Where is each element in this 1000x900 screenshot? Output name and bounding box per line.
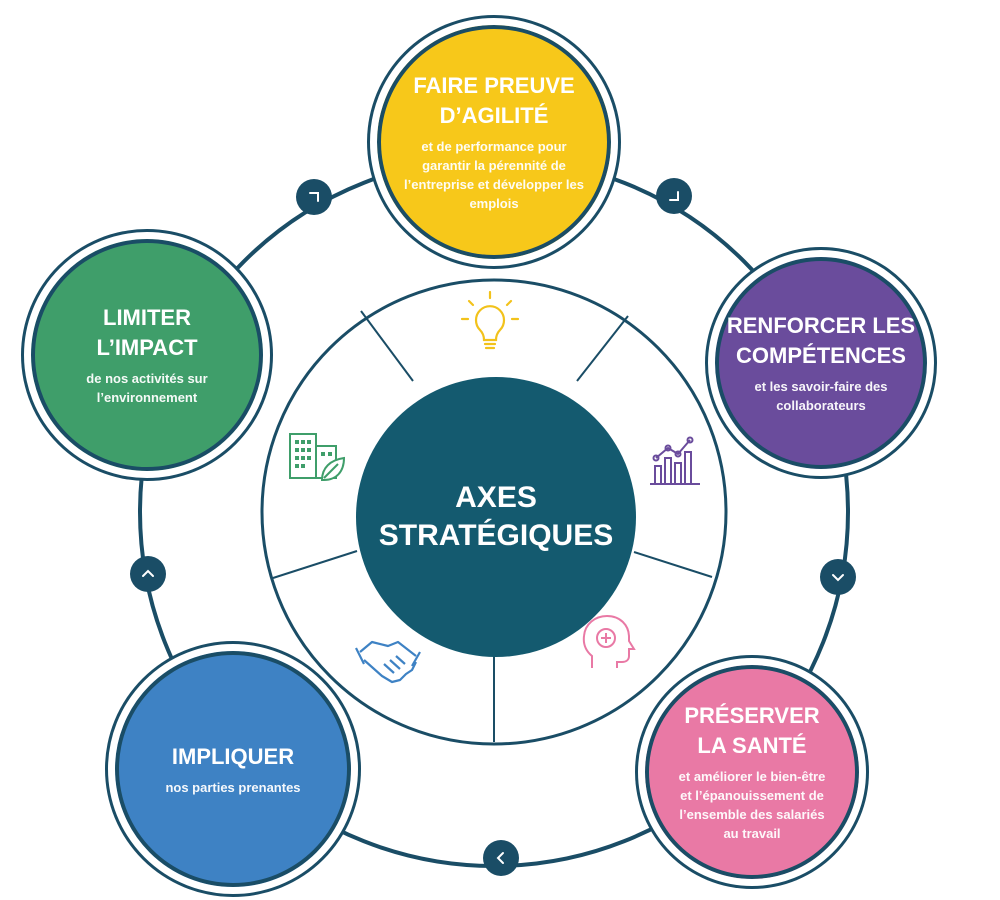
axis-health-title-2: LA SANTÉ bbox=[697, 733, 807, 758]
head-health-icon bbox=[582, 614, 636, 668]
axis-involve-description: nos parties prenantes bbox=[165, 779, 301, 795]
chevron-left-icon bbox=[496, 852, 504, 864]
axis-skills: RENFORCER LES COMPÉTENCES et les savoir-… bbox=[708, 250, 934, 476]
center-title-line2: STRATÉGIQUES bbox=[378, 519, 614, 552]
axis-impact: LIMITER L’IMPACT de nos activités sur l’… bbox=[24, 232, 270, 478]
arrow-left-button[interactable] bbox=[483, 840, 519, 876]
axis-impact-title-2: L’IMPACT bbox=[96, 335, 198, 360]
sector-divider bbox=[272, 550, 358, 579]
green-building-icon bbox=[289, 433, 346, 481]
axis-agility-title-2: D’AGILITÉ bbox=[439, 103, 549, 128]
axis-health: PRÉSERVER LA SANTÉ et améliorer le bien-… bbox=[638, 658, 866, 886]
axis-agility-description: et de performance pour garantir la péren… bbox=[404, 139, 584, 211]
axis-skills-title-1: RENFORCER LES bbox=[726, 313, 916, 338]
axis-involve-content: IMPLIQUER nos parties prenantes bbox=[143, 742, 323, 797]
chevron-up-icon bbox=[142, 569, 154, 577]
axis-agility-title-1: FAIRE PREUVE bbox=[413, 73, 575, 98]
arrow-up-right-icon bbox=[309, 192, 319, 202]
axis-impact-description: de nos activités sur l’environnement bbox=[86, 371, 208, 405]
handshake-icon bbox=[355, 640, 421, 684]
arrow-down-right-button[interactable] bbox=[656, 178, 692, 214]
center-title-line1: AXES bbox=[455, 481, 537, 514]
axis-agility-content: FAIRE PREUVE D’AGILITÉ et de performance… bbox=[396, 71, 592, 213]
sector-divider bbox=[576, 315, 629, 382]
center-hub: AXES STRATÉGIQUES bbox=[356, 377, 636, 657]
arrow-down-button[interactable] bbox=[820, 559, 856, 595]
axis-impact-title-1: LIMITER bbox=[103, 305, 191, 330]
axis-health-title-1: PRÉSERVER bbox=[684, 703, 820, 728]
lightbulb-icon bbox=[460, 290, 520, 350]
axis-impact-content: LIMITER L’IMPACT de nos activités sur l’… bbox=[57, 303, 237, 407]
axis-agility: FAIRE PREUVE D’AGILITÉ et de performance… bbox=[370, 18, 618, 266]
axis-health-description: et améliorer le bien-être et l’épanouiss… bbox=[678, 769, 826, 841]
arrow-up-right-button[interactable] bbox=[296, 179, 332, 215]
axis-health-content: PRÉSERVER LA SANTÉ et améliorer le bien-… bbox=[672, 701, 832, 843]
sector-divider bbox=[633, 551, 713, 578]
axis-involve-title-1: IMPLIQUER bbox=[171, 743, 295, 769]
growth-chart-icon bbox=[650, 436, 700, 485]
chevron-down-icon bbox=[832, 574, 844, 582]
axis-skills-title-2: COMPÉTENCES bbox=[736, 343, 906, 368]
sector-divider bbox=[360, 310, 414, 382]
arrow-up-button[interactable] bbox=[130, 556, 166, 592]
axis-skills-description: et les savoir-faire des collaborateurs bbox=[754, 379, 888, 413]
axis-involve: IMPLIQUER nos parties prenantes bbox=[108, 644, 358, 894]
arrow-down-right-icon bbox=[669, 191, 679, 201]
sector-dividers bbox=[272, 310, 713, 742]
axis-skills-content: RENFORCER LES COMPÉTENCES et les savoir-… bbox=[723, 311, 919, 415]
